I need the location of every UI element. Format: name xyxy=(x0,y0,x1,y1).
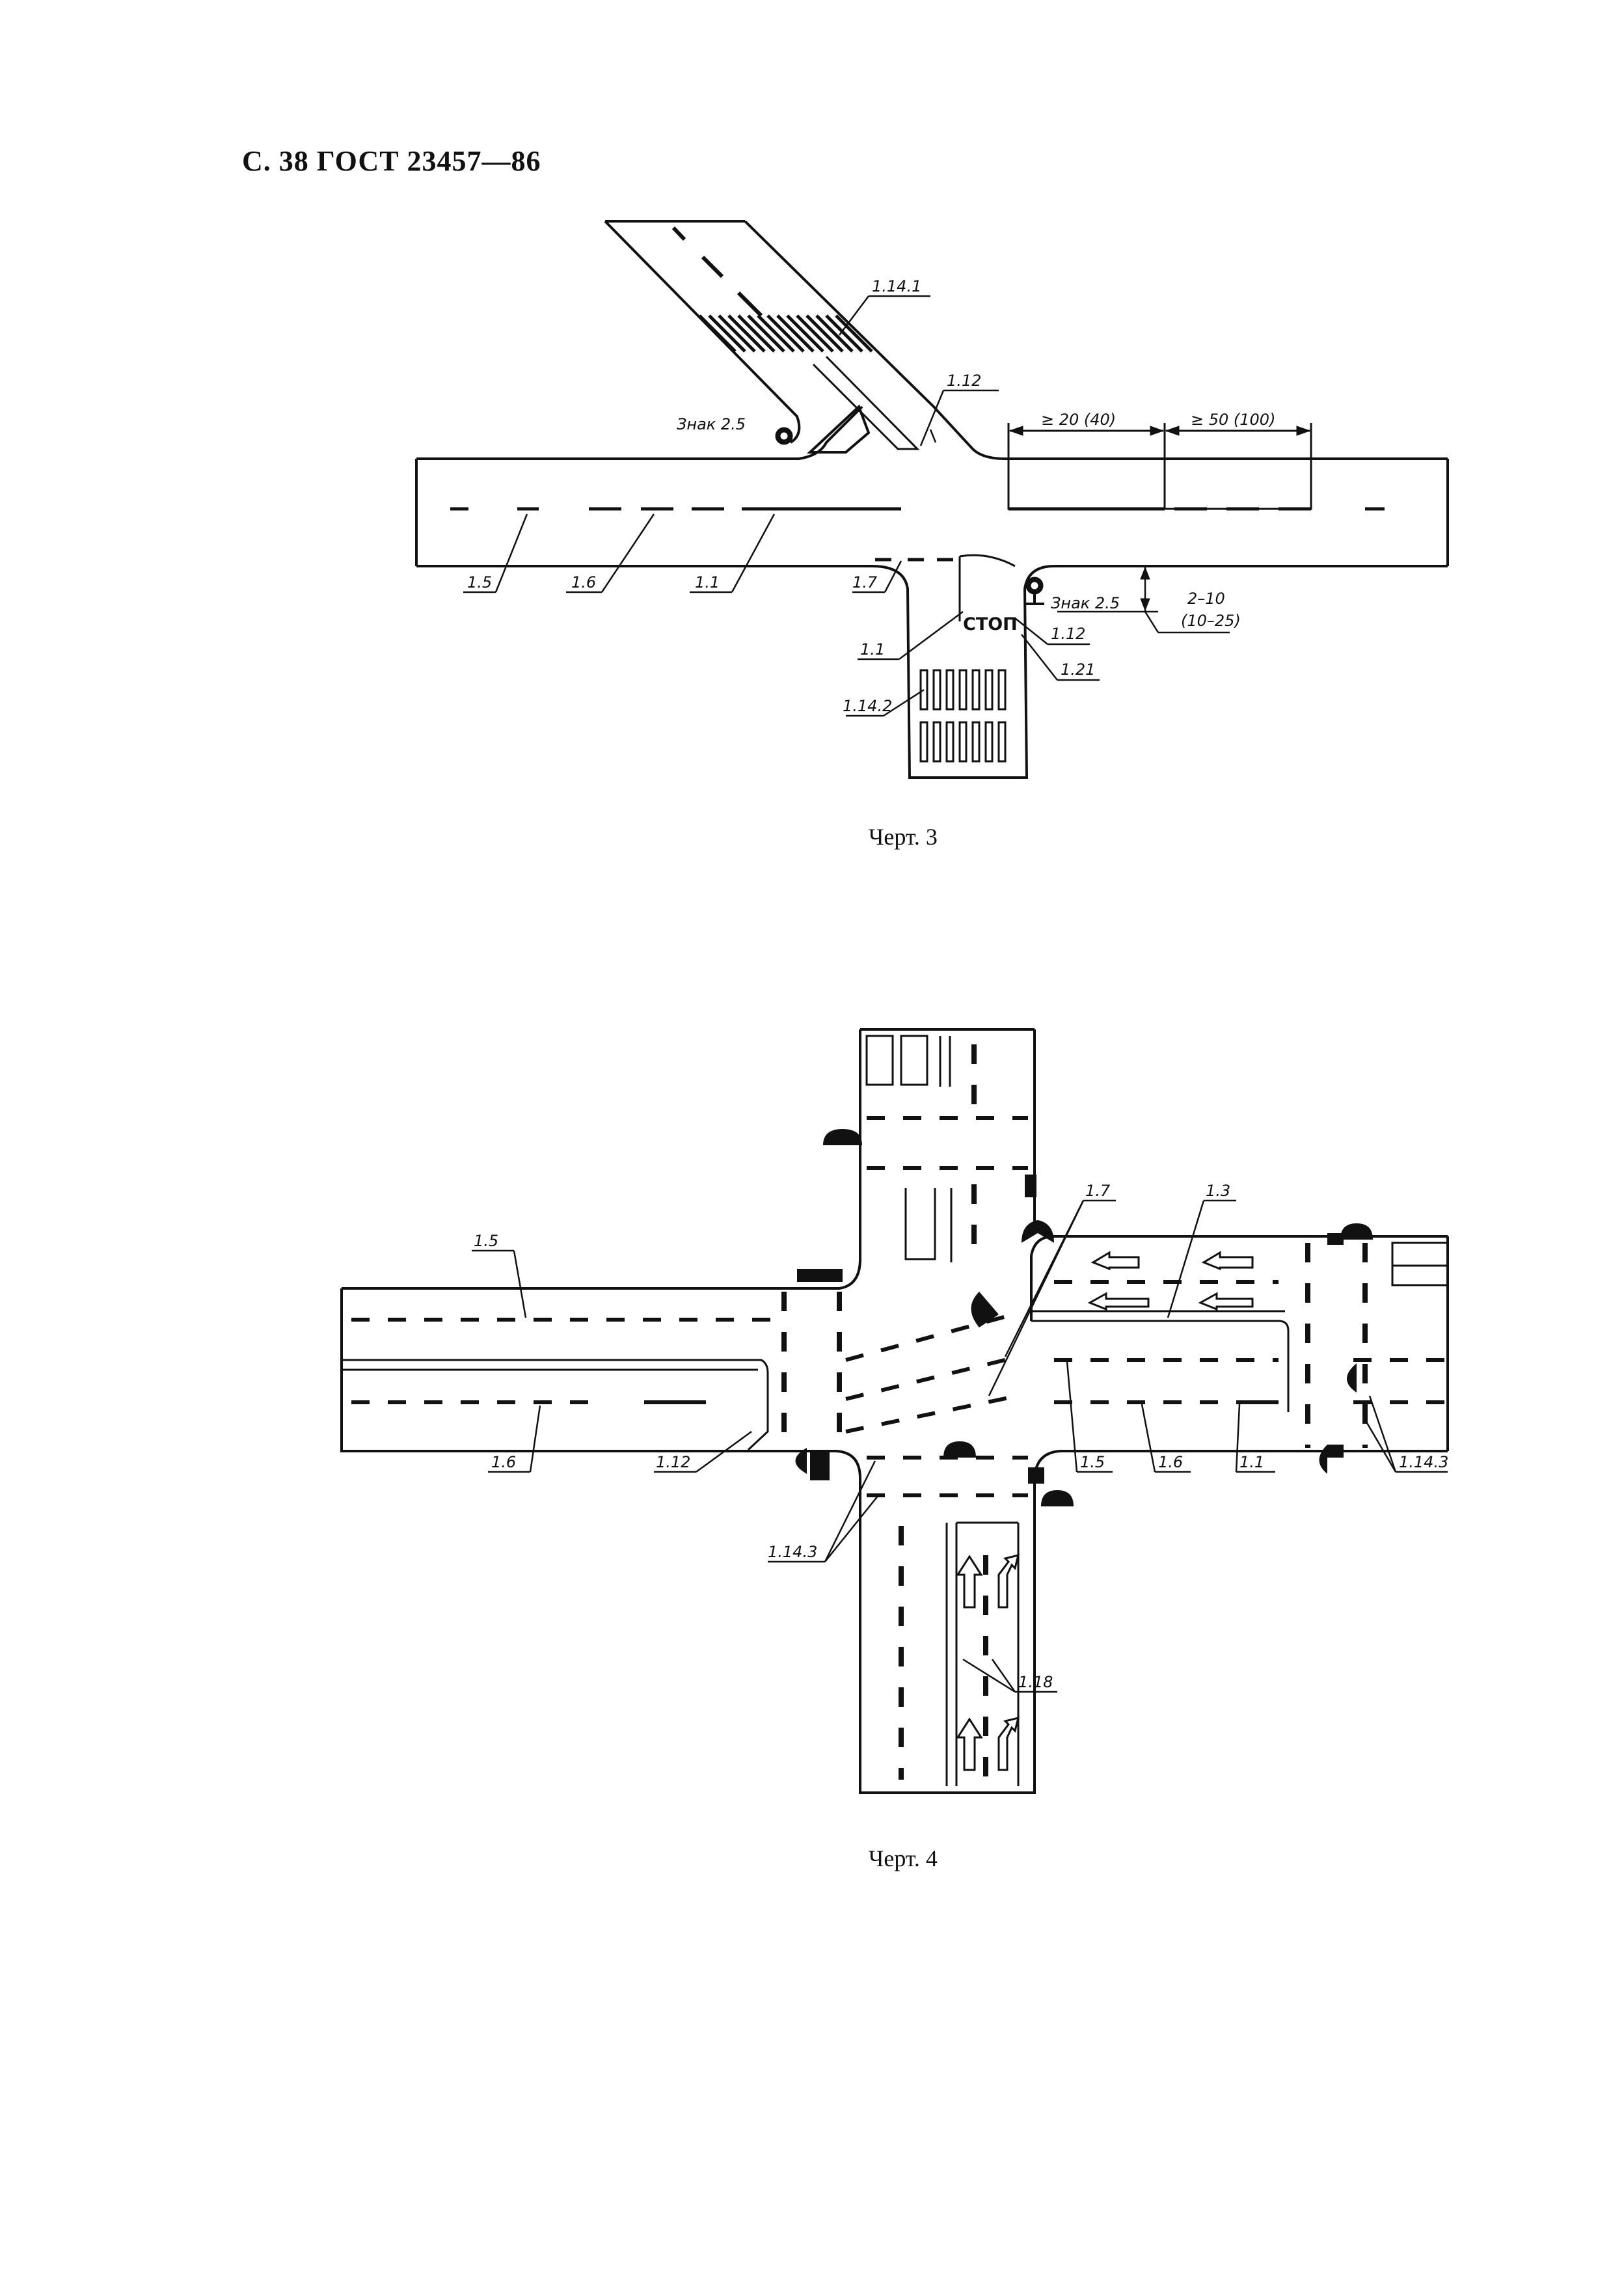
arrow-right-icon xyxy=(997,1716,1020,1771)
label-1-1: 1.1 xyxy=(1239,1453,1264,1471)
traffic-light-icon xyxy=(1327,1445,1344,1458)
traffic-light-icon xyxy=(971,1292,999,1327)
traffic-light-icon xyxy=(823,1129,862,1145)
arrow-right-icon xyxy=(997,1553,1020,1609)
building-block xyxy=(900,1035,928,1086)
arrow-left-icon xyxy=(1201,1251,1254,1271)
mark-1-7-dash xyxy=(845,1394,1019,1434)
dim-arrow-icon xyxy=(1165,426,1180,436)
dim-arrow-icon xyxy=(1140,598,1150,612)
main-road-bottom-edge xyxy=(416,565,1448,779)
triangle-island xyxy=(806,404,871,454)
north-road xyxy=(342,1029,861,1290)
traffic-light-icon xyxy=(1022,1220,1054,1243)
east-road xyxy=(1030,1235,1448,1321)
label-1-7: 1.7 xyxy=(1085,1182,1111,1200)
page-header: С. 38 ГОСТ 23457—86 xyxy=(242,145,541,177)
label-1-12-b: 1.12 xyxy=(1051,625,1085,643)
figure-4-caption: Черт. 4 xyxy=(869,1845,938,1871)
label-dim-50: ≥ 50 (100) xyxy=(1191,411,1275,429)
dim-box-50 xyxy=(1163,457,1312,510)
label-1-1-b: 1.1 xyxy=(860,640,885,659)
traffic-light-icon xyxy=(797,1269,843,1282)
label-1-14-1: 1.14.1 xyxy=(872,277,921,295)
traffic-light-icon xyxy=(1340,1223,1373,1240)
traffic-light-icon xyxy=(810,1451,830,1480)
mark-1-7-dash xyxy=(845,1311,1019,1362)
label-sign-2-5: Знак 2.5 xyxy=(677,415,746,433)
arrow-straight-icon xyxy=(956,1717,983,1771)
traffic-light-icon xyxy=(795,1448,807,1474)
west-road-divider xyxy=(342,1359,769,1451)
label-1-5-left: 1.5 xyxy=(474,1232,498,1250)
figure-3-caption: Черт. 3 xyxy=(869,824,938,850)
label-sign-2-5-b: Знак 2.5 xyxy=(1051,594,1120,612)
arrow-straight-icon xyxy=(956,1555,983,1609)
dim-arrow-icon xyxy=(1150,426,1165,436)
label-1-12: 1.12 xyxy=(947,372,981,390)
figure-3-diagram: 1.14.1 1.12 Знак 2.5 ≥ 20 (40) ≥ 50 (100… xyxy=(415,220,1449,779)
label-1-18: 1.18 xyxy=(1018,1673,1053,1691)
crosswalk-1-14-2 xyxy=(919,669,1007,763)
label-1-6-right: 1.6 xyxy=(1158,1453,1183,1471)
label-1-3: 1.3 xyxy=(1206,1182,1230,1200)
traffic-light-icon xyxy=(1327,1233,1344,1245)
arrow-left-icon xyxy=(1198,1292,1254,1311)
channel-island xyxy=(812,355,920,450)
label-1-21: 1.21 xyxy=(1061,660,1095,679)
building-block xyxy=(865,1035,894,1086)
diagonal-road-right-edge xyxy=(744,220,935,408)
side-island-right xyxy=(958,554,1016,621)
mark-dash xyxy=(671,226,686,241)
traffic-light-icon xyxy=(1028,1467,1044,1484)
traffic-light-icon xyxy=(1347,1363,1357,1393)
dim-arrow-icon xyxy=(1008,426,1023,436)
main-road-top-right-edge xyxy=(932,405,1448,460)
arrow-left-icon xyxy=(1087,1292,1150,1311)
label-1-14-2: 1.14.2 xyxy=(843,697,892,715)
label-dim-20: ≥ 20 (40) xyxy=(1041,411,1116,429)
dim-arrow-icon xyxy=(1140,566,1150,580)
label-1-14-3-left: 1.14.3 xyxy=(768,1543,817,1561)
mark-dash xyxy=(701,255,724,279)
traffic-light-icon xyxy=(943,1441,976,1458)
west-road xyxy=(340,1288,1448,1794)
diagonal-road-left-edge xyxy=(604,220,801,444)
traffic-light-icon xyxy=(1025,1175,1036,1197)
label-1-6-left: 1.6 xyxy=(491,1453,516,1471)
stop-marking: СТОП xyxy=(963,614,1018,634)
traffic-light-icon xyxy=(1041,1490,1074,1506)
label-1-14-3-right: 1.14.3 xyxy=(1399,1453,1448,1471)
mark-dash xyxy=(737,291,763,318)
dim-arrow-icon xyxy=(1296,426,1311,436)
label-1-1: 1.1 xyxy=(695,573,720,591)
traffic-light-icon xyxy=(1319,1445,1327,1474)
label-1-6: 1.6 xyxy=(571,573,596,591)
label-1-5-right: 1.5 xyxy=(1080,1453,1105,1471)
mark-1-7-dash xyxy=(845,1355,1019,1401)
crosswalk-1-14-1 xyxy=(698,314,873,353)
label-dim-10-25: (10–25) xyxy=(1181,612,1241,630)
label-1-12: 1.12 xyxy=(656,1453,690,1471)
arrow-left-icon xyxy=(1090,1251,1140,1271)
label-1-7: 1.7 xyxy=(852,573,878,591)
dim-box-20 xyxy=(1007,457,1166,510)
label-1-5: 1.5 xyxy=(467,573,492,591)
label-dim-2-10: 2–10 xyxy=(1187,590,1225,608)
